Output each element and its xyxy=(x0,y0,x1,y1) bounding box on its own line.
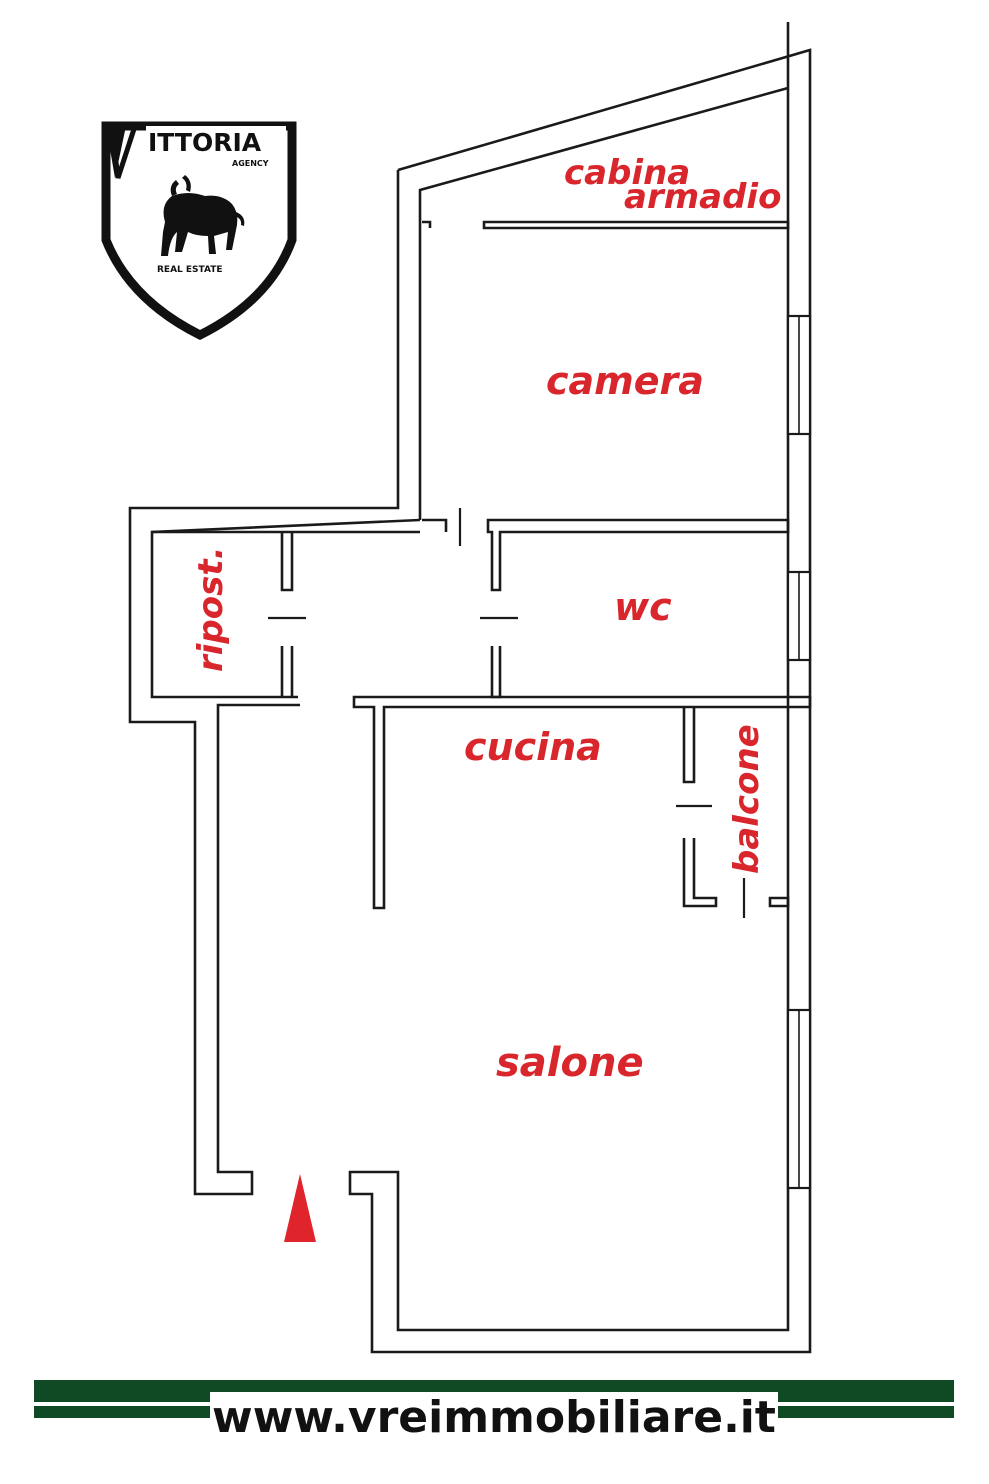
room-label-camera: camera xyxy=(546,359,704,403)
footer-url[interactable]: www.vreimmobiliare.it xyxy=(210,1392,778,1443)
interior-walls xyxy=(280,220,812,910)
windows xyxy=(786,314,812,1190)
room-label-armadio: armadio xyxy=(624,177,781,217)
bull-icon xyxy=(161,175,245,256)
logo-agency: AGENCY xyxy=(232,159,269,168)
exterior-walls xyxy=(128,22,812,1354)
agency-logo: ITTORIA AGENCY REAL ESTATE xyxy=(101,121,297,341)
door-markers xyxy=(268,508,746,918)
logo-tagline: REAL ESTATE xyxy=(157,265,223,275)
room-label-ripost: ripost. xyxy=(191,546,231,672)
room-label-wc: wc xyxy=(614,585,672,629)
entrance-arrow-icon xyxy=(284,1174,316,1242)
logo-brand: ITTORIA xyxy=(148,128,262,157)
room-label-salone: salone xyxy=(496,1040,644,1086)
room-label-cucina: cucina xyxy=(464,725,602,769)
room-label-balcone: balcone xyxy=(727,724,767,874)
room-label-cabina: cabina xyxy=(564,153,690,193)
footer-banner: www.vreimmobiliare.it xyxy=(34,1378,954,1458)
